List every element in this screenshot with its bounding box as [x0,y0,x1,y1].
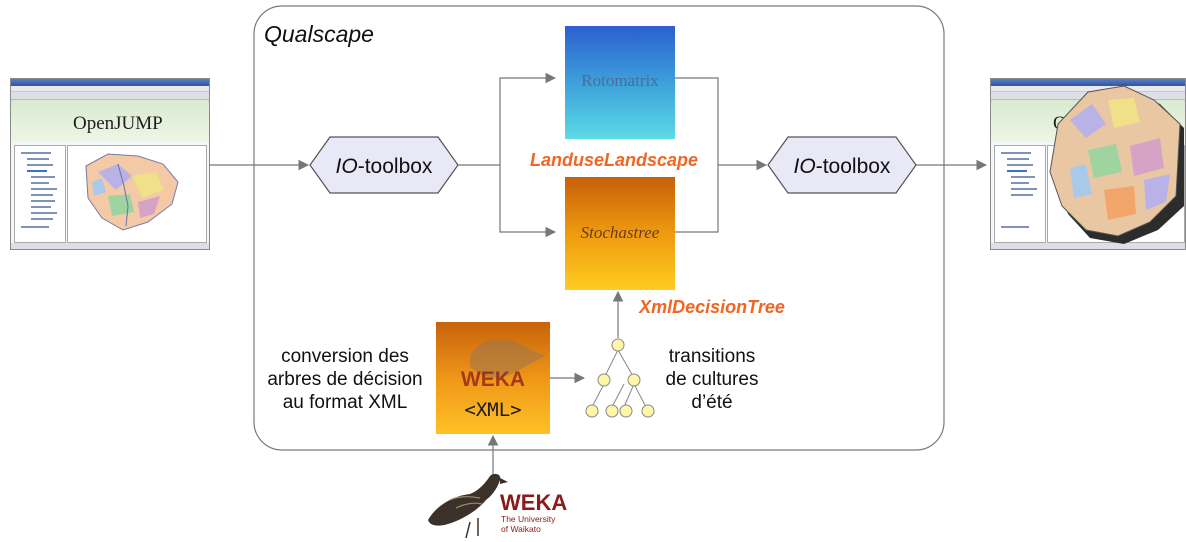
qualscape-label: Qualscape [264,21,374,47]
weka-box-subtitle: <XML> [464,399,521,421]
layer-tree-panel [14,145,66,243]
window-statusbar [11,243,209,249]
arrow-to-rotomatrix [458,72,557,166]
weka-bird-icon [470,339,546,378]
merge-lines [675,77,719,233]
window-statusbar [991,243,1185,249]
weka-logo-line-1: The University [501,514,556,524]
decision-tree-icon [585,338,655,418]
io-toolbox-right-prefix: IO [794,155,816,178]
xml-decision-tree-label: XmlDecisionTree [638,297,785,317]
io-toolbox-left-suffix: -toolbox [358,155,433,178]
weka-logo-name: WEKA [500,490,567,515]
conversion-text-line-2: arbres de décision [267,369,422,390]
weka-logo-line-2: of Waikato [501,524,541,534]
rotomatrix-block [565,26,675,139]
transitions-text-line-3: d’été [691,392,732,413]
io-toolbox-right-suffix: -toolbox [816,155,891,178]
stochastree-label: Stochastree [581,223,660,242]
transitions-text-line-1: transitions [669,346,756,367]
io-toolbox-left-label: IO-toolbox [336,155,433,178]
weka-logo-bird-icon [428,473,508,539]
window-menubar [11,86,209,92]
stochastree-block [565,177,675,290]
layer-tree-panel [994,145,1046,243]
landscape-3d-overlay [1049,85,1184,244]
openjump-banner: OpenJUMP [11,100,209,142]
arrow-to-stochastree [499,165,557,238]
weka-box-title: WEKA [461,368,525,391]
io-toolbox-right-label: IO-toolbox [794,155,891,178]
window-titlebar [991,79,1185,86]
conversion-text-line-1: conversion des [281,346,409,367]
window-titlebar [11,79,209,86]
window-toolbar [11,92,209,100]
rotomatrix-label: Rotomatrix [581,71,659,90]
land-parcel-map [85,153,179,231]
openjump-screenshot-left: OpenJUMP [10,78,210,250]
map-view [67,145,207,243]
io-toolbox-left-prefix: IO [336,155,358,178]
landuse-landscape-label: LanduseLandscape [530,150,698,170]
conversion-text-line-3: au format XML [283,392,408,413]
transitions-text-line-2: de cultures [666,369,759,390]
openjump-banner-text: OpenJUMP [73,113,163,134]
